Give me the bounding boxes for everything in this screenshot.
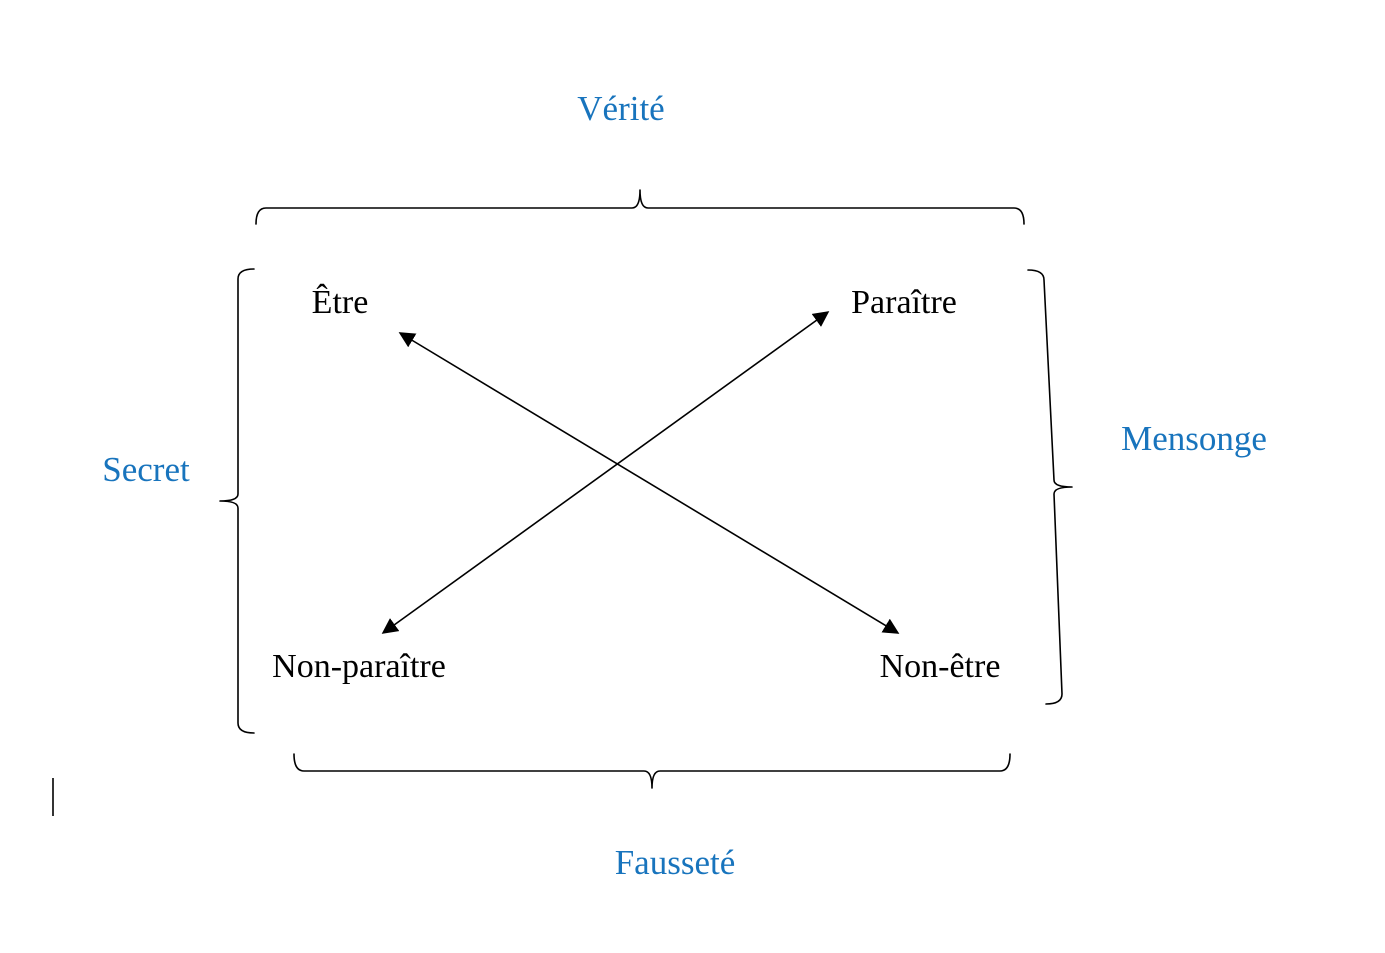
category-label-bottom: Fausseté	[615, 843, 736, 882]
top-brace	[255, 189, 1025, 225]
bottom-brace	[293, 753, 1011, 789]
term-top-left: Être	[312, 284, 369, 321]
term-top-right: Paraître	[851, 284, 957, 321]
category-label-left: Secret	[102, 450, 190, 489]
category-label-top: Vérité	[577, 89, 664, 128]
arrow-paraitre-non-paraitre	[381, 311, 830, 634]
arrow-etre-non-etre	[398, 332, 900, 634]
term-bottom-right: Non-être	[880, 648, 1001, 685]
right-brace	[1027, 269, 1073, 705]
term-bottom-left: Non-paraître	[272, 648, 446, 685]
category-label-right: Mensonge	[1121, 419, 1267, 458]
left-brace	[219, 268, 255, 734]
